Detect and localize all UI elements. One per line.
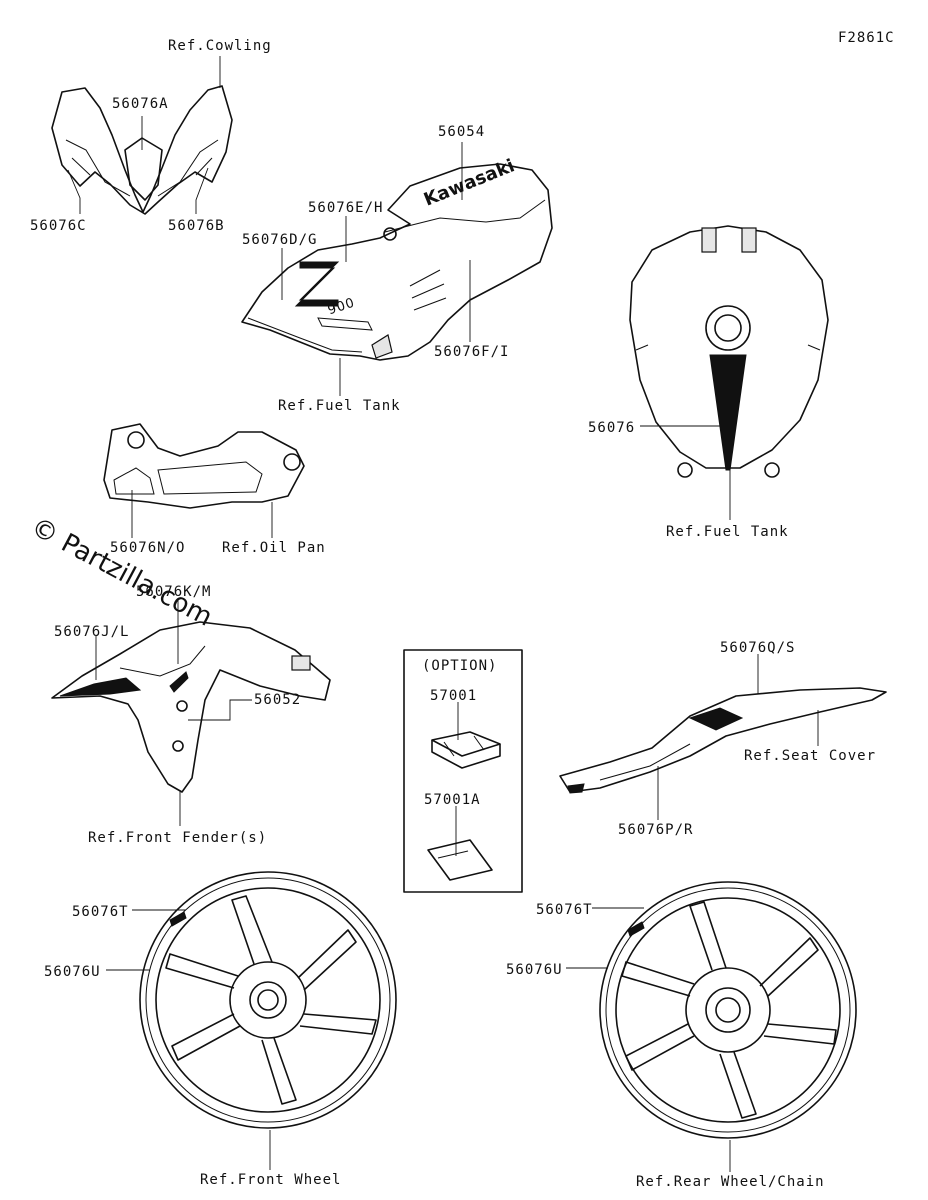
label-56076U-rear: 56076U [506, 962, 563, 978]
label-ref-front-fender: Ref.Front Fender(s) [88, 830, 268, 846]
label-56052: 56052 [254, 692, 302, 708]
label-56076P-R: 56076P/R [618, 822, 694, 838]
label-56076: 56076 [588, 420, 636, 436]
label-57001: 57001 [430, 688, 478, 704]
label-57001A: 57001A [424, 792, 481, 808]
clip-57001-part [431, 731, 501, 769]
label-ref-rear-wheel: Ref.Rear Wheel/Chain [636, 1174, 825, 1190]
label-56076N-O: 56076N/O [110, 540, 186, 556]
rear-wheel-part [599, 881, 857, 1139]
label-56054: 56054 [438, 124, 486, 140]
option-box-title: (OPTION) [422, 658, 498, 674]
label-56076C: 56076C [30, 218, 87, 234]
label-ref-front-wheel: Ref.Front Wheel [200, 1172, 342, 1188]
label-56076E-H: 56076E/H [308, 200, 384, 216]
option-box [403, 649, 523, 893]
label-56076T-front: 56076T [72, 904, 129, 920]
label-56076K-M: 56076K/M [136, 584, 212, 600]
label-56076Q-S: 56076Q/S [720, 640, 796, 656]
front-fender-part [51, 621, 331, 793]
leader-lines [67, 56, 819, 1172]
label-ref-fuel-tank-2: Ref.Fuel Tank [666, 524, 789, 540]
label-56076B: 56076B [168, 218, 225, 234]
label-56076J-L: 56076J/L [54, 624, 130, 640]
fuel-tank-part [629, 225, 829, 478]
front-wheel-part [139, 871, 397, 1129]
label-ref-cowling: Ref.Cowling [168, 38, 272, 54]
oil-pan-part [103, 423, 305, 509]
label-ref-oil-pan: Ref.Oil Pan [222, 540, 326, 556]
sheet-57001A-part [427, 839, 493, 881]
label-56076T-rear: 56076T [536, 902, 593, 918]
label-56076D-G: 56076D/G [242, 232, 318, 248]
label-ref-seat-cover: Ref.Seat Cover [744, 748, 877, 764]
tank-shroud-part [241, 163, 553, 361]
label-ref-fuel-tank-1: Ref.Fuel Tank [278, 398, 401, 414]
label-56076U-front: 56076U [44, 964, 101, 980]
label-56076F-I: 56076F/I [434, 344, 510, 360]
figure-code: F2861C [838, 30, 895, 46]
seat-cover-part [559, 687, 887, 794]
label-56076A: 56076A [112, 96, 169, 112]
